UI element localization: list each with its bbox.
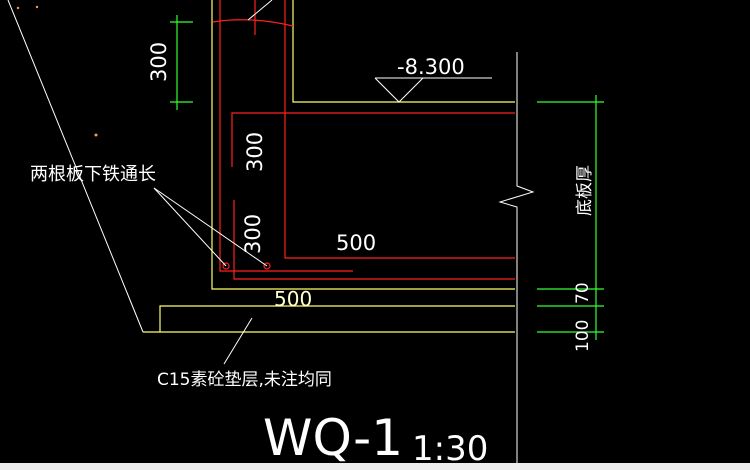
stray-points [16, 5, 98, 137]
dim-inner-300-bottom: 300 [241, 214, 265, 254]
dim-70: 70 [573, 282, 593, 304]
dimension-lines [170, 15, 604, 340]
dim-inner-300-top: 300 [243, 132, 267, 172]
rebar-lines [212, 0, 515, 280]
dim-100: 100 [573, 320, 593, 352]
top-leader-line [247, 0, 273, 21]
leader-lines [153, 187, 268, 365]
dim-inner-500: 500 [336, 231, 376, 255]
drawing-title: WQ-1 [263, 409, 403, 467]
rebar-dot [222, 262, 230, 270]
drawing-scale: 1:30 [412, 429, 488, 469]
dim-slab-thickness: 底板厚 [575, 165, 595, 216]
break-line [498, 52, 535, 470]
elevation-label: -8.300 [397, 55, 465, 79]
bottom-bar [0, 463, 750, 470]
excavation-slope-line [7, 0, 144, 333]
dim-bottom-500: 500 [274, 287, 312, 311]
cushion-note: C15素砼垫层,未注均同 [157, 370, 332, 390]
elevation-symbol-icon [374, 77, 492, 103]
rebar-dot [263, 262, 271, 270]
rebar-note: 两根板下铁通长 [30, 164, 156, 185]
concrete-outline [143, 0, 515, 333]
dim-left-300: 300 [147, 42, 171, 82]
